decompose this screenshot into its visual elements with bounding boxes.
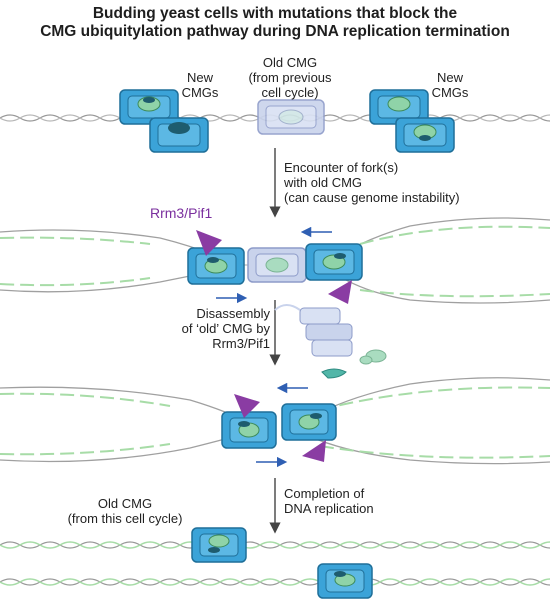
step1-line2: with old CMG: [284, 175, 363, 190]
cmg-panel4-bottom: [317, 563, 373, 599]
new-cmg-left-top: [119, 89, 179, 125]
label-new-cmgs-right-line2: CMGs: [431, 85, 469, 100]
disassembled-old-cmg: [274, 304, 387, 379]
step3-text: Completion of DNA replication: [284, 486, 434, 516]
label-old-cmg-this-line2: (from this cell cycle): [67, 511, 183, 526]
step2-line1: Disassembly: [196, 306, 270, 321]
old-cmg-panel2: [247, 247, 307, 283]
label-old-cmg-this-cycle: Old CMG (from this cell cycle): [50, 496, 200, 526]
cmg-panel3-left: [221, 411, 277, 449]
step1-text: Encounter of fork(s) with old CMG (can c…: [284, 160, 544, 205]
label-old-cmg-this-line1: Old CMG: [97, 496, 153, 511]
old-cmg-panel1: [257, 99, 325, 135]
title-line1: Budding yeast cells with mutations that …: [92, 5, 458, 22]
cmg-fork-left: [187, 247, 245, 285]
rrm3-pif1-label: Rrm3/Pif1: [150, 205, 213, 221]
new-cmg-right-bottom: [395, 117, 455, 153]
step1-line3: (can cause genome instability): [284, 190, 460, 205]
cmg-fork-right: [305, 243, 363, 281]
label-new-cmgs-right-line1: New: [436, 70, 463, 85]
step3-line2: DNA replication: [284, 501, 374, 516]
step2-line2: of ‘old’ CMG by: [181, 321, 270, 336]
rrm3-pif1-panel3-left: [234, 394, 260, 418]
label-new-cmgs-left-line1: New: [186, 70, 213, 85]
label-old-cmg-line3: cell cycle): [261, 85, 319, 100]
title-line2: CMG ubiquitylation pathway during DNA re…: [40, 23, 510, 40]
label-old-cmg-line2: (from previous: [248, 70, 332, 85]
label-old-cmg-line1: Old CMG: [262, 55, 318, 70]
label-new-cmgs-right: New CMGs: [410, 70, 490, 100]
step3-line1: Completion of: [284, 486, 365, 501]
rrm3-pif1-right-marker: [328, 280, 352, 304]
step2-line3: Rrm3/Pif1: [212, 336, 270, 351]
cmg-panel3-right: [281, 403, 337, 441]
rrm3-pif1-left-marker: [196, 230, 222, 256]
new-cmg-right-top: [369, 89, 429, 125]
old-cmg-panel4: [191, 527, 247, 563]
label-new-cmgs-left: New CMGs: [160, 70, 240, 100]
step1-line1: Encounter of fork(s): [284, 160, 399, 175]
label-old-cmg-previous: Old CMG (from previous cell cycle): [230, 55, 350, 100]
label-new-cmgs-left-line2: CMGs: [181, 85, 219, 100]
step2-text: Disassembly of ‘old’ CMG by Rrm3/Pif1: [154, 306, 270, 351]
rrm3-pif1-panel3-right: [302, 440, 326, 462]
panel4-dna-top: [0, 541, 550, 549]
new-cmg-left-bottom: [149, 117, 209, 153]
panel4-dna-bottom: [0, 578, 550, 586]
